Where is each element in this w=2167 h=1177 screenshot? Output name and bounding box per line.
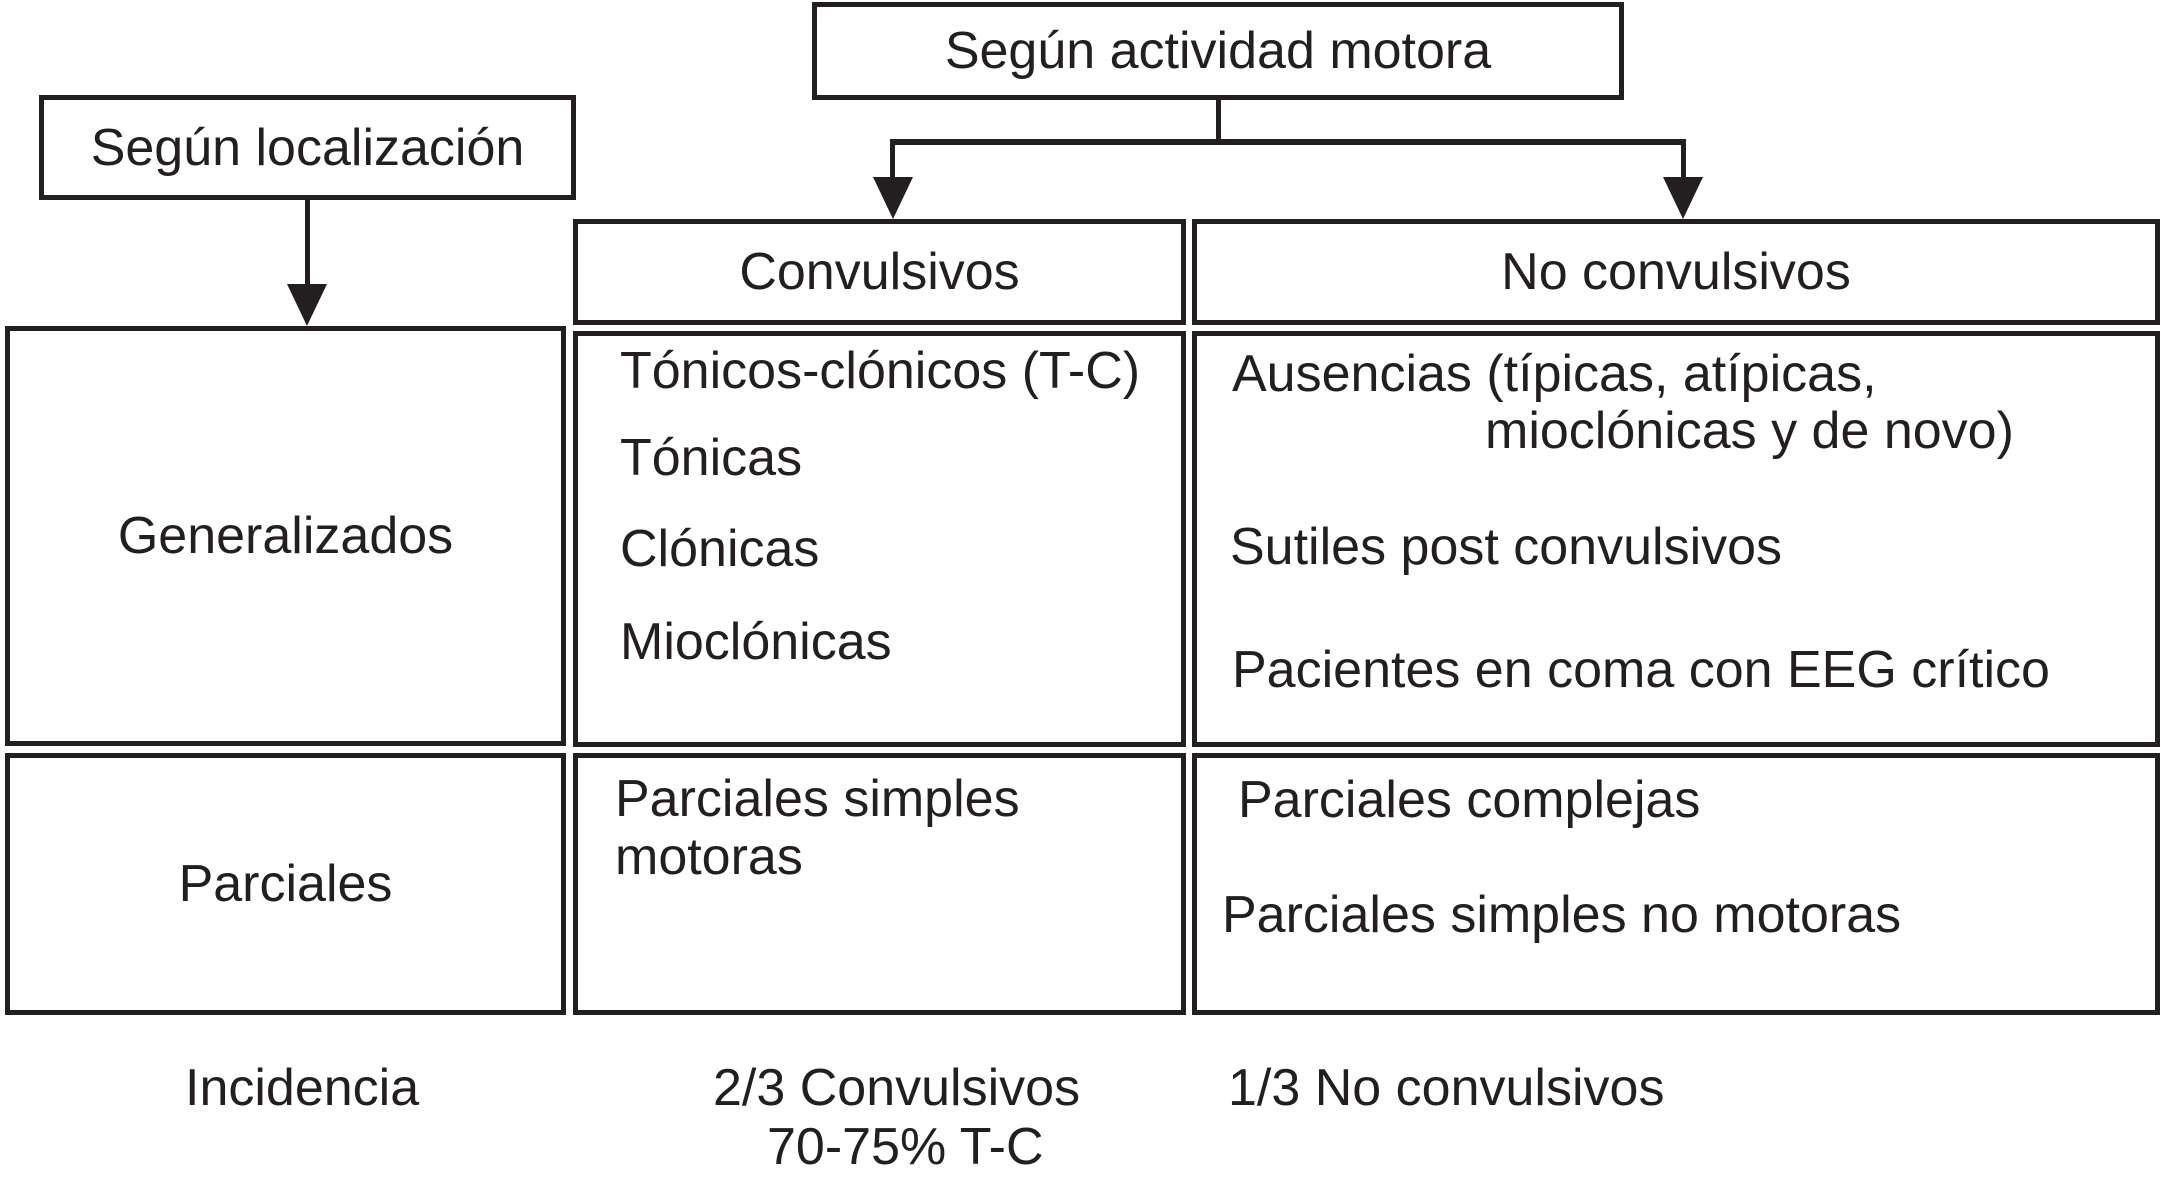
incidence-convulsivos-value: 2/3 Convulsivos: [713, 1059, 1081, 1117]
incidence-convulsivos-tc-value: 70-75% T-C: [767, 1118, 1044, 1176]
list-item: Tónicos-clónicos (T-C): [620, 342, 1141, 400]
header-no-convulsivos: No convulsivos: [1192, 219, 2160, 325]
segun-actividad-motora-box: Según actividad motora: [812, 2, 1624, 100]
header-convulsivos: Convulsivos: [573, 219, 1186, 325]
cell-generalizados-convulsivos: [573, 331, 1186, 747]
list-item: Ausencias (típicas, atípicas,: [1232, 345, 1877, 403]
list-item: Parciales complejas: [1238, 771, 1701, 829]
segun-actividad-motora-label: Según actividad motora: [944, 22, 1492, 80]
arrow-down-localizacion-icon: [287, 284, 327, 326]
branch-left-drop-line: [890, 139, 895, 181]
branch-right-drop-line: [1681, 139, 1686, 181]
row-parciales-label: Parciales: [178, 855, 393, 913]
segun-localizacion-box: Según localización: [39, 95, 576, 200]
arrow-down-convulsivos-icon: [873, 177, 913, 219]
cell-parciales-convulsivos: [573, 753, 1186, 1015]
list-item: Pacientes en coma con EEG crítico: [1232, 641, 2050, 699]
list-item-continuation: mioclónicas y de novo): [1485, 402, 2014, 460]
list-item: Clónicas: [620, 520, 820, 578]
incidencia-label: Incidencia: [185, 1059, 420, 1117]
arrow-down-no-convulsivos-icon: [1663, 177, 1703, 219]
row-parciales-box: Parciales: [5, 753, 566, 1015]
list-item: Tónicas: [620, 429, 803, 487]
list-item: Parciales simples no motoras: [1222, 886, 1902, 944]
incidence-no-convulsivos-value: 1/3 No convulsivos: [1228, 1059, 1665, 1117]
list-item: Parciales simples motoras: [615, 770, 1020, 886]
cell-parciales-no-convulsivos: [1192, 753, 2160, 1015]
cell-generalizados-no-convulsivos: [1192, 331, 2160, 747]
segun-localizacion-label: Según localización: [90, 118, 525, 177]
row-generalizados-label: Generalizados: [117, 507, 454, 565]
row-generalizados-box: Generalizados: [5, 326, 566, 746]
motor-activity-branch-line: [890, 139, 1686, 145]
header-no-convulsivos-label: No convulsivos: [1501, 243, 1851, 301]
header-convulsivos-label: Convulsivos: [739, 243, 1020, 301]
localizacion-stem-line: [305, 200, 310, 288]
list-item: Sutiles post convulsivos: [1230, 518, 1783, 576]
motor-activity-stem-line: [1216, 100, 1221, 144]
list-item: Mioclónicas: [620, 613, 892, 671]
